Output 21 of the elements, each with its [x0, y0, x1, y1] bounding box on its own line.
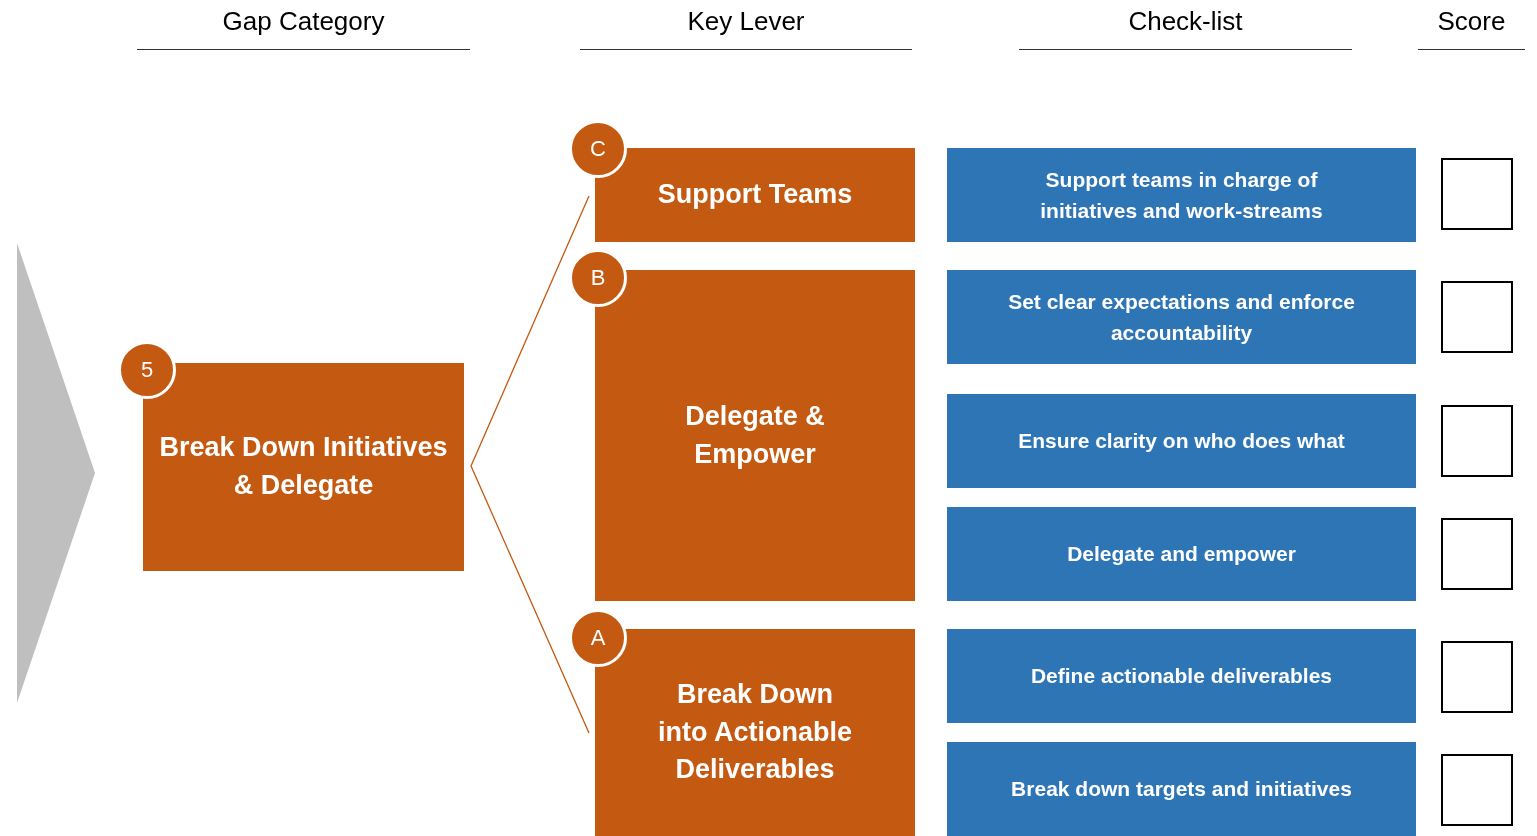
column-header: Check-list: [1128, 6, 1243, 36]
checklist-box: Ensure clarity on who does what: [947, 394, 1416, 488]
score-checkbox: [1441, 518, 1513, 590]
number-badge: B: [569, 249, 627, 307]
score-checkbox: [1441, 158, 1513, 230]
checklist-box: Define actionable deliverables: [947, 629, 1416, 723]
number-badge: 5: [118, 341, 176, 399]
checklist-box: Break down targets and initiatives: [947, 742, 1416, 836]
column-header: Gap Category: [222, 6, 385, 36]
number-badge: A: [569, 609, 627, 667]
score-checkbox: [1441, 405, 1513, 477]
score-checkbox: [1441, 641, 1513, 713]
column-header: Key Lever: [687, 6, 805, 36]
score-checkbox: [1441, 754, 1513, 826]
number-badge: C: [569, 120, 627, 178]
score-checkbox: [1441, 281, 1513, 353]
checklist-box: Support teams in charge of initiatives and work-streams: [947, 148, 1416, 242]
column-header: Score: [1437, 6, 1506, 36]
checklist-box: Delegate and empower: [947, 507, 1416, 601]
chevron-shape: [17, 243, 95, 703]
checklist-box: Set clear expectations and enforce accountability: [947, 270, 1416, 364]
